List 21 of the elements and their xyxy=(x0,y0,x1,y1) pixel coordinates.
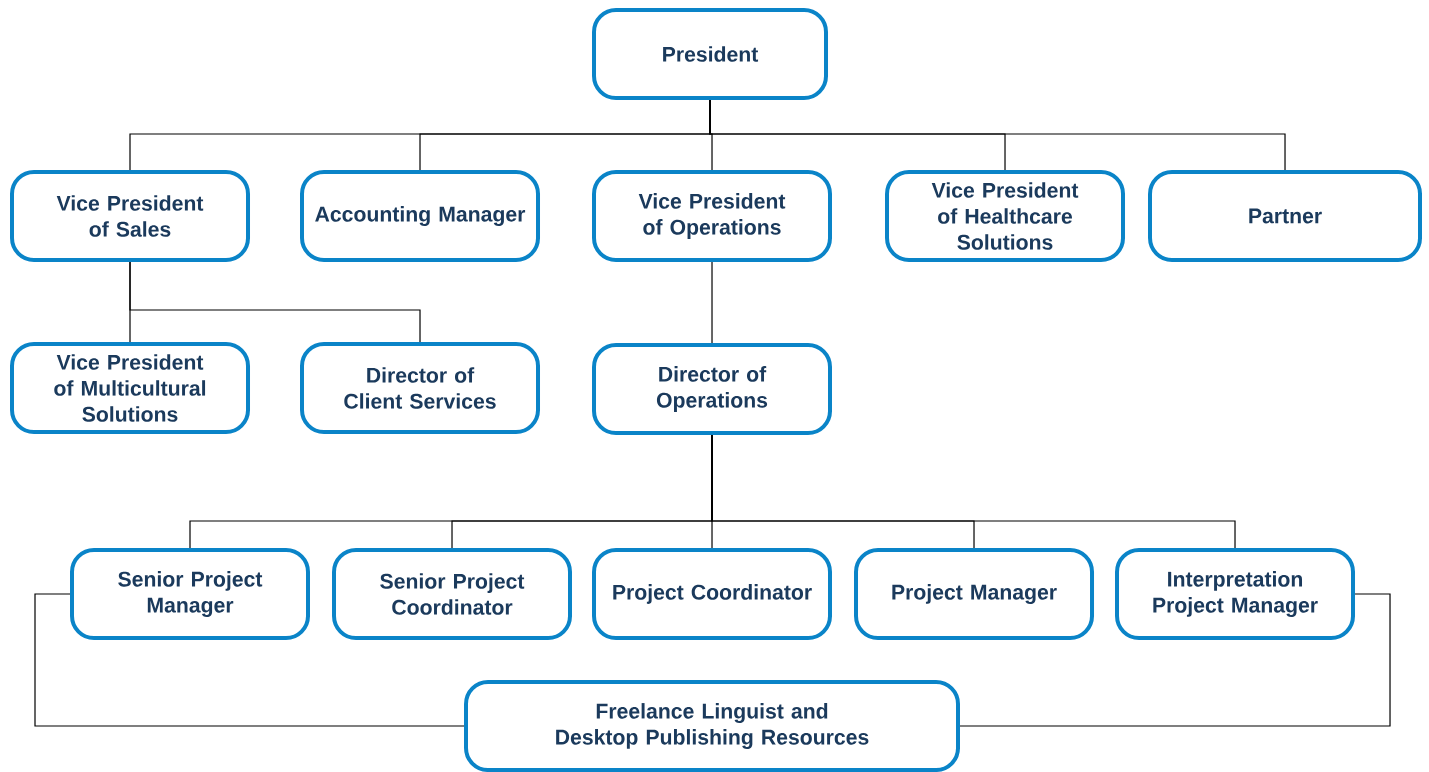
org-box: Accounting Manager xyxy=(300,170,540,262)
org-box: Project Manager xyxy=(854,548,1094,640)
org-box: Vice President of Sales xyxy=(10,170,250,262)
connector-line xyxy=(711,434,1236,549)
connector-line xyxy=(959,593,1391,727)
org-box: Partner xyxy=(1148,170,1422,262)
org-box: Director of Operations xyxy=(592,343,832,435)
org-box: Interpretation Project Manager xyxy=(1115,548,1355,640)
connector-line xyxy=(709,99,1286,171)
org-box: Senior Project Manager xyxy=(70,548,310,640)
org-box: Freelance Linguist and Desktop Publishing Resources xyxy=(464,680,960,772)
connector-line xyxy=(711,261,713,344)
org-box: Vice President of Healthcare Solutions xyxy=(885,170,1125,262)
org-box: Director of Client Services xyxy=(300,342,540,434)
org-box: President xyxy=(592,8,828,100)
connector-line xyxy=(129,261,421,343)
org-box: Vice President of Multicultural Solutions xyxy=(10,342,250,434)
connector-line xyxy=(34,593,465,727)
org-box: Vice President of Operations xyxy=(592,170,832,262)
org-box: Senior Project Coordinator xyxy=(332,548,572,640)
org-box: Project Coordinator xyxy=(592,548,832,640)
